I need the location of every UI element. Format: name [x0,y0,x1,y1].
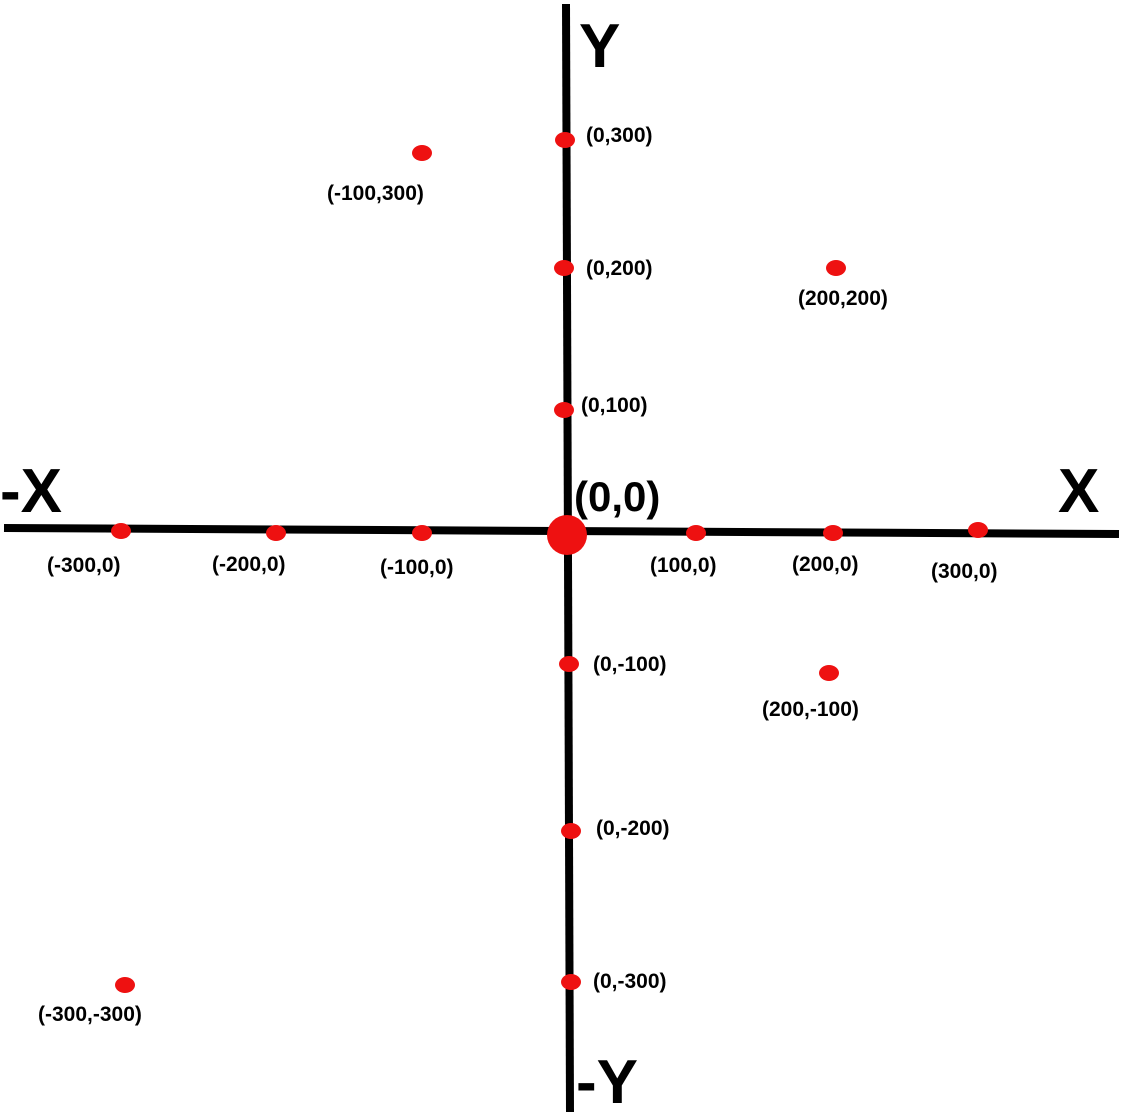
x-negative-axis-label: -X [0,457,62,526]
point-dot-p-neg100-0 [412,525,432,541]
point-label-p-0-200: (0,200) [586,257,653,280]
point-label-p-200-neg100: (200,-100) [762,698,859,721]
point-label-p-neg300-0: (-300,0) [47,554,121,577]
axis-names: -X X Y -Y [0,12,1099,1116]
point-label-p-neg100-300: (-100,300) [327,182,424,205]
point-dot-p-300-0 [968,522,988,538]
points: (-300,0) (-200,0) (-100,0) (100,0) (200,0) (3… [38,124,998,1026]
point-dot-p-0-neg200 [561,823,581,839]
point-dot-p-200-0 [823,525,843,541]
point-label-p-0-300: (0,300) [586,124,653,147]
point-label-p-0-neg100: (0,-100) [593,653,667,676]
point-dot-p-neg300-0 [111,523,131,539]
point-dot-p-neg300-neg300 [115,977,135,993]
point-label-p-0-100: (0,100) [581,394,648,417]
point-label-p-neg200-0: (-200,0) [212,553,286,576]
point-dot-p-200-neg100 [819,665,839,681]
axes [3,3,1120,1113]
origin-point [547,515,587,555]
y-axis-line [562,3,574,1113]
point-label-p-0-neg200: (0,-200) [596,817,670,840]
point-label-p-100-0: (100,0) [650,554,717,577]
point-dot-p-0-200 [554,260,574,276]
y-negative-axis-label: -Y [576,1048,638,1116]
y-positive-axis-label: Y [579,12,620,81]
point-label-p-neg300-neg300: (-300,-300) [38,1003,142,1026]
origin-label: (0,0) [574,473,660,520]
origin: (0,0) [547,473,660,555]
point-dot-p-100-0 [686,525,706,541]
point-dot-p-0-300 [555,132,575,148]
point-dot-p-0-neg300 [561,974,581,990]
point-label-p-200-0: (200,0) [792,553,859,576]
point-label-p-200-200: (200,200) [798,287,888,310]
point-label-p-300-0: (300,0) [931,560,998,583]
point-dot-p-0-neg100 [559,656,579,672]
point-dot-p-0-100 [554,402,574,418]
point-dot-p-neg200-0 [266,525,286,541]
x-positive-axis-label: X [1058,457,1099,526]
point-dot-p-neg100-300 [412,145,432,161]
point-dot-p-200-200 [826,260,846,276]
point-label-p-neg100-0: (-100,0) [380,556,454,579]
point-label-p-0-neg300: (0,-300) [593,970,667,993]
